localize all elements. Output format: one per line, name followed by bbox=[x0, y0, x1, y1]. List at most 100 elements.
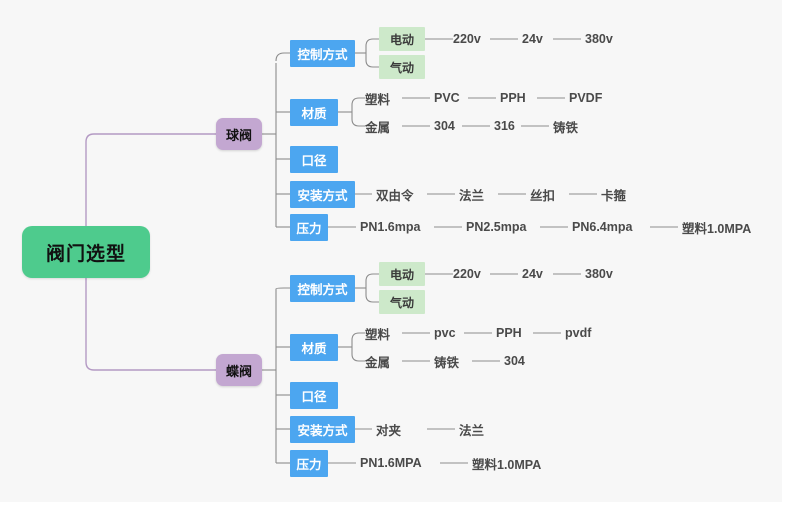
leaf-label: 380v bbox=[585, 267, 613, 281]
category-node-label: 控制方式 bbox=[297, 283, 348, 297]
branch-node-label: 球阀 bbox=[225, 127, 252, 143]
leaf-label: PN2.5mpa bbox=[466, 220, 527, 234]
leaf-label: 304 bbox=[504, 354, 525, 368]
sub-node-label: 气动 bbox=[389, 295, 414, 310]
sub-node-label: 电动 bbox=[389, 267, 414, 282]
leaf-sikou-1[interactable]: 丝扣 bbox=[530, 186, 556, 203]
leaf-label: 380v bbox=[585, 32, 613, 46]
leaf-label: 双由令 bbox=[376, 188, 414, 203]
leaf-304-1[interactable]: 304 bbox=[434, 118, 455, 134]
category-node-yali-2[interactable]: 压力 bbox=[290, 450, 328, 477]
leaf-label: PN6.4mpa bbox=[572, 220, 633, 234]
category-node-label: 口径 bbox=[301, 154, 327, 168]
leaf-label: PVC bbox=[434, 91, 460, 105]
leaf-kagu-1[interactable]: 卡箍 bbox=[601, 186, 627, 203]
leaf-220v-2[interactable]: 220v bbox=[453, 266, 481, 282]
leaf-label: 法兰 bbox=[459, 423, 485, 438]
leaf-label: 丝扣 bbox=[530, 188, 556, 203]
leaf-label: 220v bbox=[453, 32, 481, 46]
leaf-jinshu-1[interactable]: 金属 bbox=[365, 118, 391, 135]
leaf-suliao-1[interactable]: 塑料 bbox=[365, 90, 391, 107]
leaf-label: PPH bbox=[500, 91, 526, 105]
sub-node-diandong-2[interactable]: 电动 bbox=[379, 262, 425, 286]
sub-node-qidong-1[interactable]: 气动 bbox=[379, 55, 425, 79]
leaf-pvdf-2[interactable]: pvdf bbox=[565, 325, 591, 341]
root-node-label: 阀门选型 bbox=[45, 243, 126, 265]
leaf-jinshu-2[interactable]: 金属 bbox=[365, 353, 391, 370]
leaf-pvc-1[interactable]: PVC bbox=[434, 90, 460, 106]
sub-node-label: 电动 bbox=[389, 32, 414, 47]
leaf-label: 316 bbox=[494, 119, 515, 133]
leaf-380v-1[interactable]: 380v bbox=[585, 31, 613, 47]
leaf-shuangyouling-1[interactable]: 双由令 bbox=[376, 186, 414, 203]
category-node-caizhi-2[interactable]: 材质 bbox=[290, 334, 338, 361]
leaf-pn16mpa-2[interactable]: PN1.6MPA bbox=[360, 455, 422, 471]
leaf-label: 220v bbox=[453, 267, 481, 281]
category-node-yali-1[interactable]: 压力 bbox=[290, 214, 328, 241]
leaf-pvc-2[interactable]: pvc bbox=[434, 325, 456, 341]
category-node-kongzhifangshi-2[interactable]: 控制方式 bbox=[290, 275, 355, 302]
branch-node-diefa[interactable]: 蝶阀 bbox=[216, 354, 262, 386]
leaf-380v-2[interactable]: 380v bbox=[585, 266, 613, 282]
category-node-label: 材质 bbox=[301, 107, 327, 121]
category-node-label: 控制方式 bbox=[297, 48, 348, 62]
leaf-label: PPH bbox=[496, 326, 522, 340]
leaf-pn64mpa-1[interactable]: PN6.4mpa bbox=[572, 219, 632, 235]
leaf-suliao10mpa-2[interactable]: 塑料1.0MPA bbox=[472, 455, 542, 472]
leaf-label: 金属 bbox=[365, 120, 391, 135]
leaf-label: 金属 bbox=[365, 355, 391, 370]
leaf-pph-2[interactable]: PPH bbox=[496, 325, 522, 341]
category-node-koujing-1[interactable]: 口径 bbox=[290, 146, 338, 173]
leaf-label: pvdf bbox=[565, 326, 592, 340]
leaf-label: PN1.6MPA bbox=[360, 456, 422, 470]
leaf-falan-1[interactable]: 法兰 bbox=[459, 186, 485, 203]
leaf-falan-2[interactable]: 法兰 bbox=[459, 421, 485, 438]
category-node-anzhuangfangshi-1[interactable]: 安装方式 bbox=[290, 181, 355, 208]
leaf-label: PN1.6mpa bbox=[360, 220, 421, 234]
leaf-label: 304 bbox=[434, 119, 455, 133]
leaf-label: 塑料 bbox=[365, 327, 391, 342]
leaf-24v-2[interactable]: 24v bbox=[522, 266, 543, 282]
sub-node-label: 气动 bbox=[389, 60, 414, 75]
leaf-label: 24v bbox=[522, 267, 543, 281]
leaf-label: 塑料1.0MPA bbox=[682, 221, 752, 236]
category-node-label: 安装方式 bbox=[297, 424, 348, 438]
leaf-label: 法兰 bbox=[459, 188, 485, 203]
category-node-label: 压力 bbox=[296, 222, 322, 236]
leaf-label: 卡箍 bbox=[601, 188, 627, 203]
leaf-label: 铸铁 bbox=[553, 120, 579, 135]
leaf-304-2[interactable]: 304 bbox=[504, 353, 525, 369]
leaf-label: pvc bbox=[434, 326, 456, 340]
leaf-316-1[interactable]: 316 bbox=[494, 118, 515, 134]
leaf-pph-1[interactable]: PPH bbox=[500, 90, 526, 106]
sub-node-qidong-2[interactable]: 气动 bbox=[379, 290, 425, 314]
leaf-pvdf-1[interactable]: PVDF bbox=[569, 90, 602, 106]
category-node-label: 口径 bbox=[301, 390, 327, 404]
leaf-label: 塑料 bbox=[365, 92, 391, 107]
leaf-label: 铸铁 bbox=[434, 355, 460, 370]
category-node-koujing-2[interactable]: 口径 bbox=[290, 382, 338, 409]
leaf-suliao10mpa-1[interactable]: 塑料1.0MPA bbox=[682, 219, 752, 236]
leaf-label: 对夹 bbox=[376, 423, 402, 438]
root-node[interactable]: 阀门选型 bbox=[22, 226, 150, 278]
leaf-label: 24v bbox=[522, 32, 543, 46]
category-node-label: 安装方式 bbox=[297, 189, 348, 203]
category-node-anzhuangfangshi-2[interactable]: 安装方式 bbox=[290, 416, 355, 443]
leaf-24v-1[interactable]: 24v bbox=[522, 31, 543, 47]
leaf-220v-1[interactable]: 220v bbox=[453, 31, 481, 47]
leaf-suliao-2[interactable]: 塑料 bbox=[365, 325, 391, 342]
sub-node-diandong-1[interactable]: 电动 bbox=[379, 27, 425, 51]
leaf-zhutie-1[interactable]: 铸铁 bbox=[553, 118, 579, 135]
branch-node-qiufa[interactable]: 球阀 bbox=[216, 118, 262, 150]
leaf-pn16mpa-1[interactable]: PN1.6mpa bbox=[360, 219, 420, 235]
leaf-zhutie-2[interactable]: 铸铁 bbox=[434, 353, 460, 370]
category-node-label: 材质 bbox=[301, 342, 327, 356]
category-node-kongzhifangshi-1[interactable]: 控制方式 bbox=[290, 40, 355, 67]
leaf-duijia-2[interactable]: 对夹 bbox=[376, 421, 402, 438]
leaf-label: PVDF bbox=[569, 91, 603, 105]
leaf-label: 塑料1.0MPA bbox=[472, 457, 542, 472]
leaf-pn25mpa-1[interactable]: PN2.5mpa bbox=[466, 219, 526, 235]
category-node-caizhi-1[interactable]: 材质 bbox=[290, 99, 338, 126]
category-node-label: 压力 bbox=[296, 458, 322, 472]
